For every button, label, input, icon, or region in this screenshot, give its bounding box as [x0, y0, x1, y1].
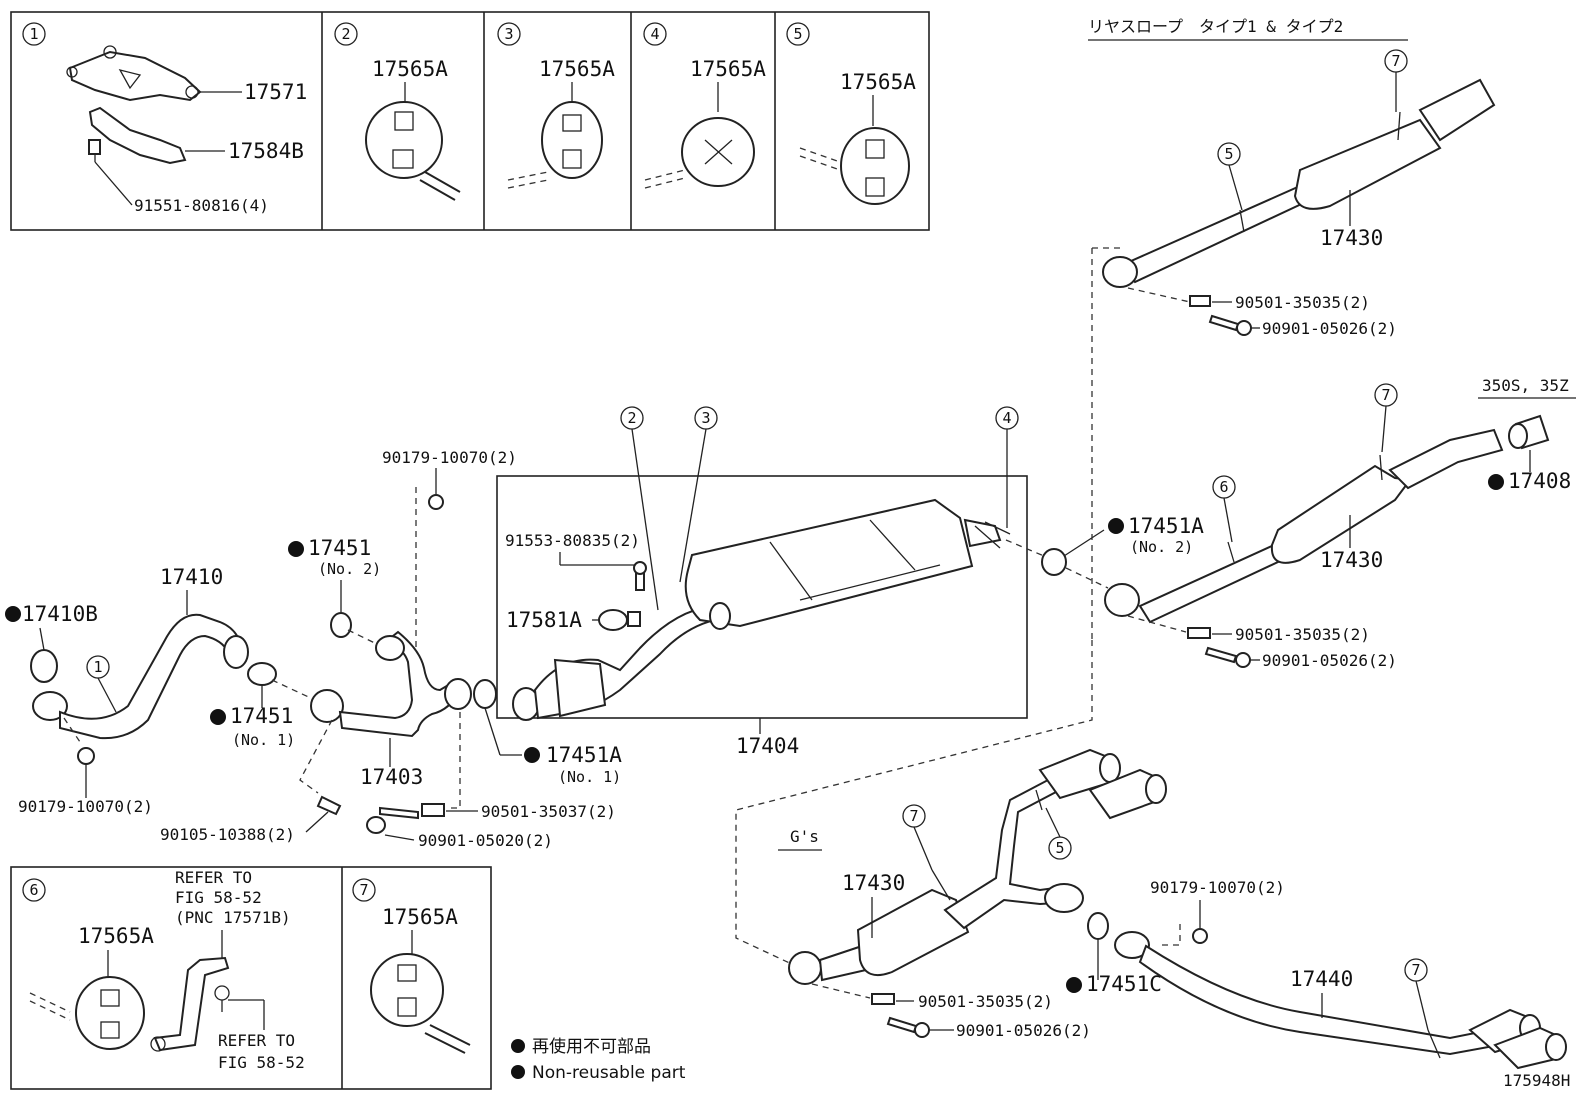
- svg-text:17410B: 17410B: [22, 602, 98, 626]
- svg-text:3: 3: [701, 409, 710, 427]
- svg-text:1: 1: [29, 25, 38, 43]
- tailpipe-lower: G's 5 7 17430 17451C 90501-35035(2) 9090…: [735, 640, 1567, 1070]
- svg-text:17565A: 17565A: [539, 57, 615, 81]
- svg-text:90901-05026(2): 90901-05026(2): [1262, 651, 1397, 670]
- svg-text:5: 5: [1055, 839, 1064, 857]
- svg-text:2: 2: [341, 25, 350, 43]
- inset-1: 1 17571 17584B 91551-80816(4): [22, 22, 307, 215]
- svg-text:17565A: 17565A: [382, 905, 458, 929]
- svg-text:90501-35035(2): 90501-35035(2): [1235, 625, 1370, 644]
- svg-text:7: 7: [1391, 52, 1400, 70]
- svg-text:90501-35035(2): 90501-35035(2): [1235, 293, 1370, 312]
- pipe-17403: 17451 (No. 1) 17451 (No. 2) 17403 90179-…: [160, 448, 622, 850]
- svg-text:17584B: 17584B: [228, 139, 304, 163]
- svg-text:REFER TO: REFER TO: [218, 1031, 295, 1050]
- inset-4: 4 17565A: [643, 22, 766, 189]
- svg-text:(PNC 17571B): (PNC 17571B): [175, 908, 291, 927]
- svg-text:2: 2: [627, 409, 636, 427]
- svg-text:再使用不可部品: 再使用不可部品: [532, 1036, 651, 1057]
- svg-text:90901-05020(2): 90901-05020(2): [418, 831, 553, 850]
- inset-2: 2 17565A: [334, 22, 461, 201]
- svg-text:17430: 17430: [1320, 226, 1383, 250]
- svg-text:(No. 2): (No. 2): [318, 560, 381, 578]
- assembly-17404: 17404 17581A 91553-80835(2) 2 3 4: [496, 406, 1045, 758]
- svg-text:90179-10070(2): 90179-10070(2): [1150, 878, 1285, 897]
- svg-text:4: 4: [1002, 409, 1011, 427]
- inset-7: 7 17565A: [352, 878, 471, 1054]
- tailpipe-middle: 350S, 35Z 17408 7 6 17430 90501-35035(2)…: [1104, 376, 1576, 670]
- svg-text:17565A: 17565A: [372, 57, 448, 81]
- svg-text:17571: 17571: [244, 80, 307, 104]
- svg-text:7: 7: [909, 807, 918, 825]
- svg-text:17408: 17408: [1508, 469, 1571, 493]
- svg-text:17430: 17430: [1320, 548, 1383, 572]
- svg-text:17404: 17404: [736, 734, 799, 758]
- svg-text:350S, 35Z: 350S, 35Z: [1482, 376, 1569, 395]
- svg-text:4: 4: [650, 25, 659, 43]
- svg-text:Non-reusable part: Non-reusable part: [532, 1063, 686, 1083]
- svg-text:17451: 17451: [308, 536, 371, 560]
- inset-row-bottom: 6 17565A REFER TO FIG 58-52 (PNC 17571B)…: [10, 866, 492, 1090]
- svg-text:17451C: 17451C: [1086, 972, 1162, 996]
- svg-text:5: 5: [1224, 145, 1233, 163]
- inset-3: 3 17565A: [497, 22, 615, 189]
- svg-text:リヤスロープ タイプ1 & タイプ2: リヤスロープ タイプ1 & タイプ2: [1088, 17, 1343, 36]
- svg-text:90901-05026(2): 90901-05026(2): [1262, 319, 1397, 338]
- svg-text:17581A: 17581A: [506, 608, 582, 632]
- svg-text:1: 1: [93, 658, 102, 676]
- svg-text:90501-35035(2): 90501-35035(2): [918, 992, 1053, 1011]
- svg-text:90179-10070(2): 90179-10070(2): [382, 448, 517, 467]
- svg-text:17565A: 17565A: [690, 57, 766, 81]
- diagram-id: 175948H: [1503, 1071, 1570, 1090]
- svg-text:FIG 58-52: FIG 58-52: [175, 888, 262, 907]
- svg-text:90501-35037(2): 90501-35037(2): [481, 802, 616, 821]
- svg-text:17410: 17410: [160, 565, 223, 589]
- svg-text:3: 3: [504, 25, 513, 43]
- svg-text:REFER TO: REFER TO: [175, 868, 252, 887]
- gasket-17451A-no2: 17451A (No. 2): [1041, 514, 1204, 589]
- svg-text:FIG 58-52: FIG 58-52: [218, 1053, 305, 1072]
- svg-text:(No. 2): (No. 2): [1130, 538, 1193, 556]
- tailpipe-upper: リヤスロープ タイプ1 & タイプ2 7 5 17430 90501-35035…: [1088, 17, 1496, 640]
- svg-text:7: 7: [1411, 961, 1420, 979]
- front-pipe-17410: 17410B 1 17410 90179-10070(2): [5, 565, 249, 816]
- svg-text:(No. 1): (No. 1): [232, 731, 295, 749]
- inset-6: 6 17565A REFER TO FIG 58-52 (PNC 17571B)…: [22, 868, 305, 1072]
- svg-text:17440: 17440: [1290, 967, 1353, 991]
- svg-text:91551-80816(4): 91551-80816(4): [134, 196, 269, 215]
- svg-text:17451: 17451: [230, 704, 293, 728]
- svg-text:17430: 17430: [842, 871, 905, 895]
- svg-text:6: 6: [29, 881, 38, 899]
- svg-text:91553-80835(2): 91553-80835(2): [505, 531, 640, 550]
- svg-text:17565A: 17565A: [840, 70, 916, 94]
- svg-text:17451A: 17451A: [1128, 514, 1204, 538]
- legend: 再使用不可部品 Non-reusable part: [511, 1036, 686, 1083]
- svg-text:7: 7: [359, 881, 368, 899]
- inset-5: 5 17565A: [786, 22, 916, 205]
- svg-text:6: 6: [1219, 478, 1228, 496]
- inset-row-top: 1 17571 17584B 91551-80816(4) 2 17565A: [10, 11, 930, 231]
- svg-text:90179-10070(2): 90179-10070(2): [18, 797, 153, 816]
- svg-text:17565A: 17565A: [78, 924, 154, 948]
- svg-text:90105-10388(2): 90105-10388(2): [160, 825, 295, 844]
- svg-text:17403: 17403: [360, 765, 423, 789]
- svg-text:7: 7: [1381, 386, 1390, 404]
- svg-text:(No. 1): (No. 1): [558, 768, 621, 786]
- svg-text:5: 5: [793, 25, 802, 43]
- svg-text:17451A: 17451A: [546, 743, 622, 767]
- svg-text:G's: G's: [790, 827, 819, 846]
- svg-text:90901-05026(2): 90901-05026(2): [956, 1021, 1091, 1040]
